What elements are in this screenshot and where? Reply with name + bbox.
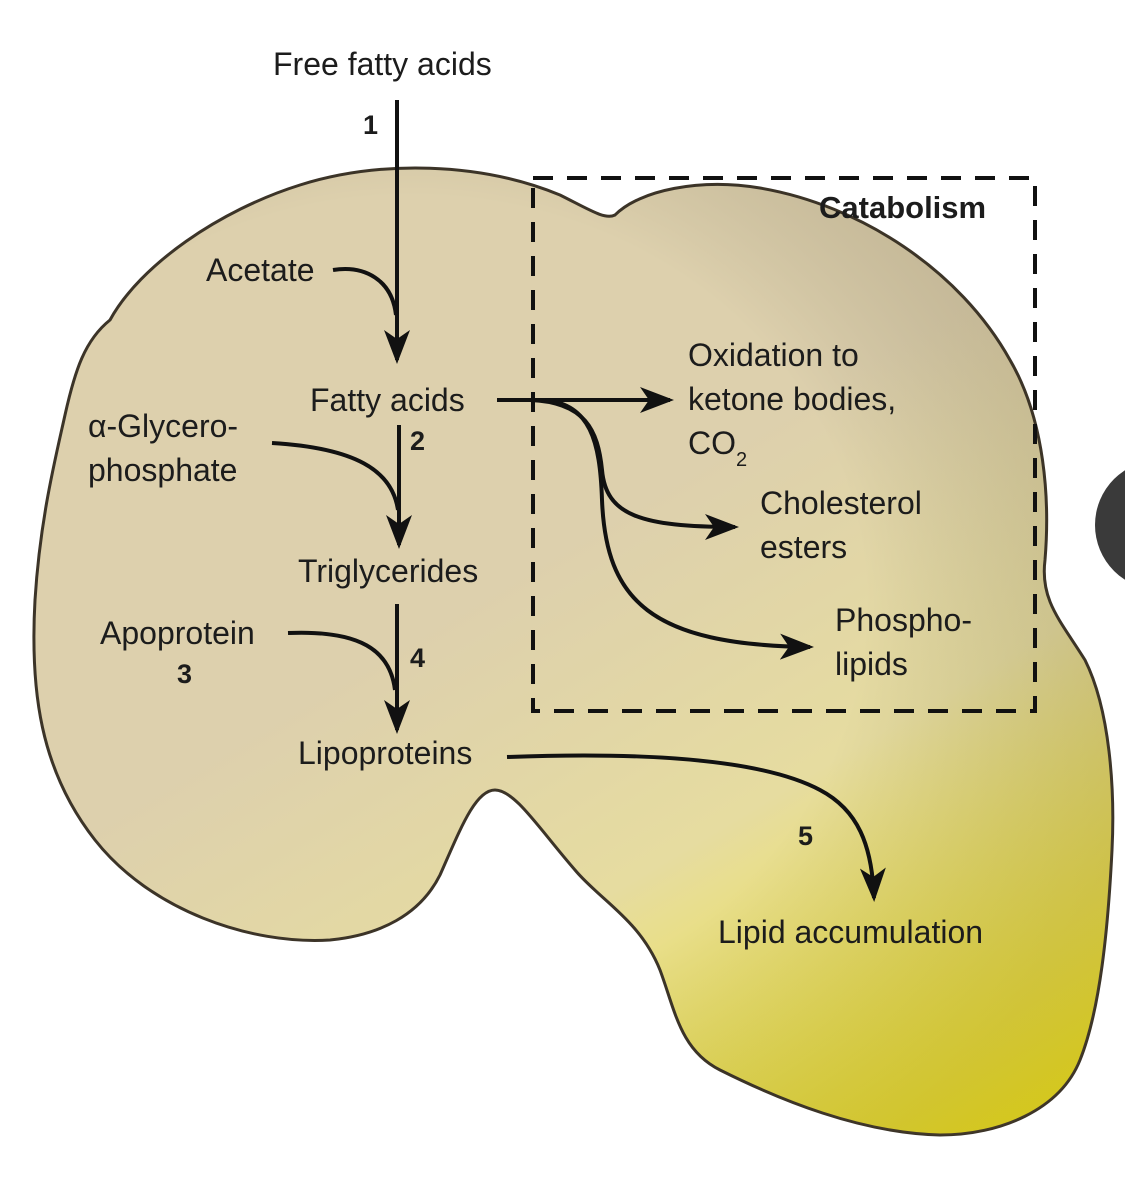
label-oxidation-co: CO bbox=[688, 425, 736, 461]
label-triglycerides: Triglycerides bbox=[298, 553, 478, 589]
label-oxidation-subscript: 2 bbox=[736, 449, 747, 471]
label-apoprotein: Apoprotein bbox=[100, 615, 255, 651]
arrow-glycerophosphate bbox=[271, 441, 400, 511]
arrow-apoprotein bbox=[287, 630, 397, 691]
arrow-acetate bbox=[332, 267, 398, 316]
arrow-step-5 bbox=[506, 753, 886, 902]
label-free-fatty-acids: Free fatty acids bbox=[273, 46, 492, 82]
step-number-1: 1 bbox=[363, 110, 378, 140]
label-cholesterol-line2: esters bbox=[760, 529, 847, 565]
arrow-phospholipids bbox=[544, 398, 814, 660]
label-glycerophosphate-line1: α-Glycero- bbox=[88, 408, 238, 444]
label-acetate: Acetate bbox=[206, 252, 315, 288]
label-catabolism: Catabolism bbox=[819, 190, 986, 225]
label-phospholipids-line1: Phospho- bbox=[835, 602, 972, 638]
label-oxidation-line1: Oxidation to bbox=[688, 337, 859, 373]
step-number-3: 3 bbox=[177, 659, 192, 689]
label-phospholipids-line2: lipids bbox=[835, 646, 908, 682]
liver-shading bbox=[33, 168, 1113, 1136]
label-glycerophosphate-line2: phosphate bbox=[88, 452, 237, 488]
label-oxidation-line2: ketone bodies, bbox=[688, 381, 896, 417]
liver-illustration bbox=[32, 166, 1115, 1137]
label-cholesterol-line1: Cholesterol bbox=[760, 485, 922, 521]
step-number-5: 5 bbox=[798, 821, 813, 851]
pathway-arrows bbox=[271, 100, 886, 902]
label-fatty-acids: Fatty acids bbox=[310, 382, 465, 418]
label-oxidation-line3: CO2 bbox=[688, 425, 747, 471]
catabolism-box bbox=[531, 176, 1037, 713]
label-lipoproteins: Lipoproteins bbox=[298, 735, 472, 771]
label-lipid-accumulation: Lipid accumulation bbox=[718, 914, 983, 950]
step-number-2: 2 bbox=[410, 426, 425, 456]
step-number-4: 4 bbox=[410, 643, 425, 673]
side-nav-button[interactable] bbox=[1095, 460, 1125, 590]
diagram-labels: Free fatty acids 1 Acetate Fatty acids 2… bbox=[88, 46, 986, 950]
